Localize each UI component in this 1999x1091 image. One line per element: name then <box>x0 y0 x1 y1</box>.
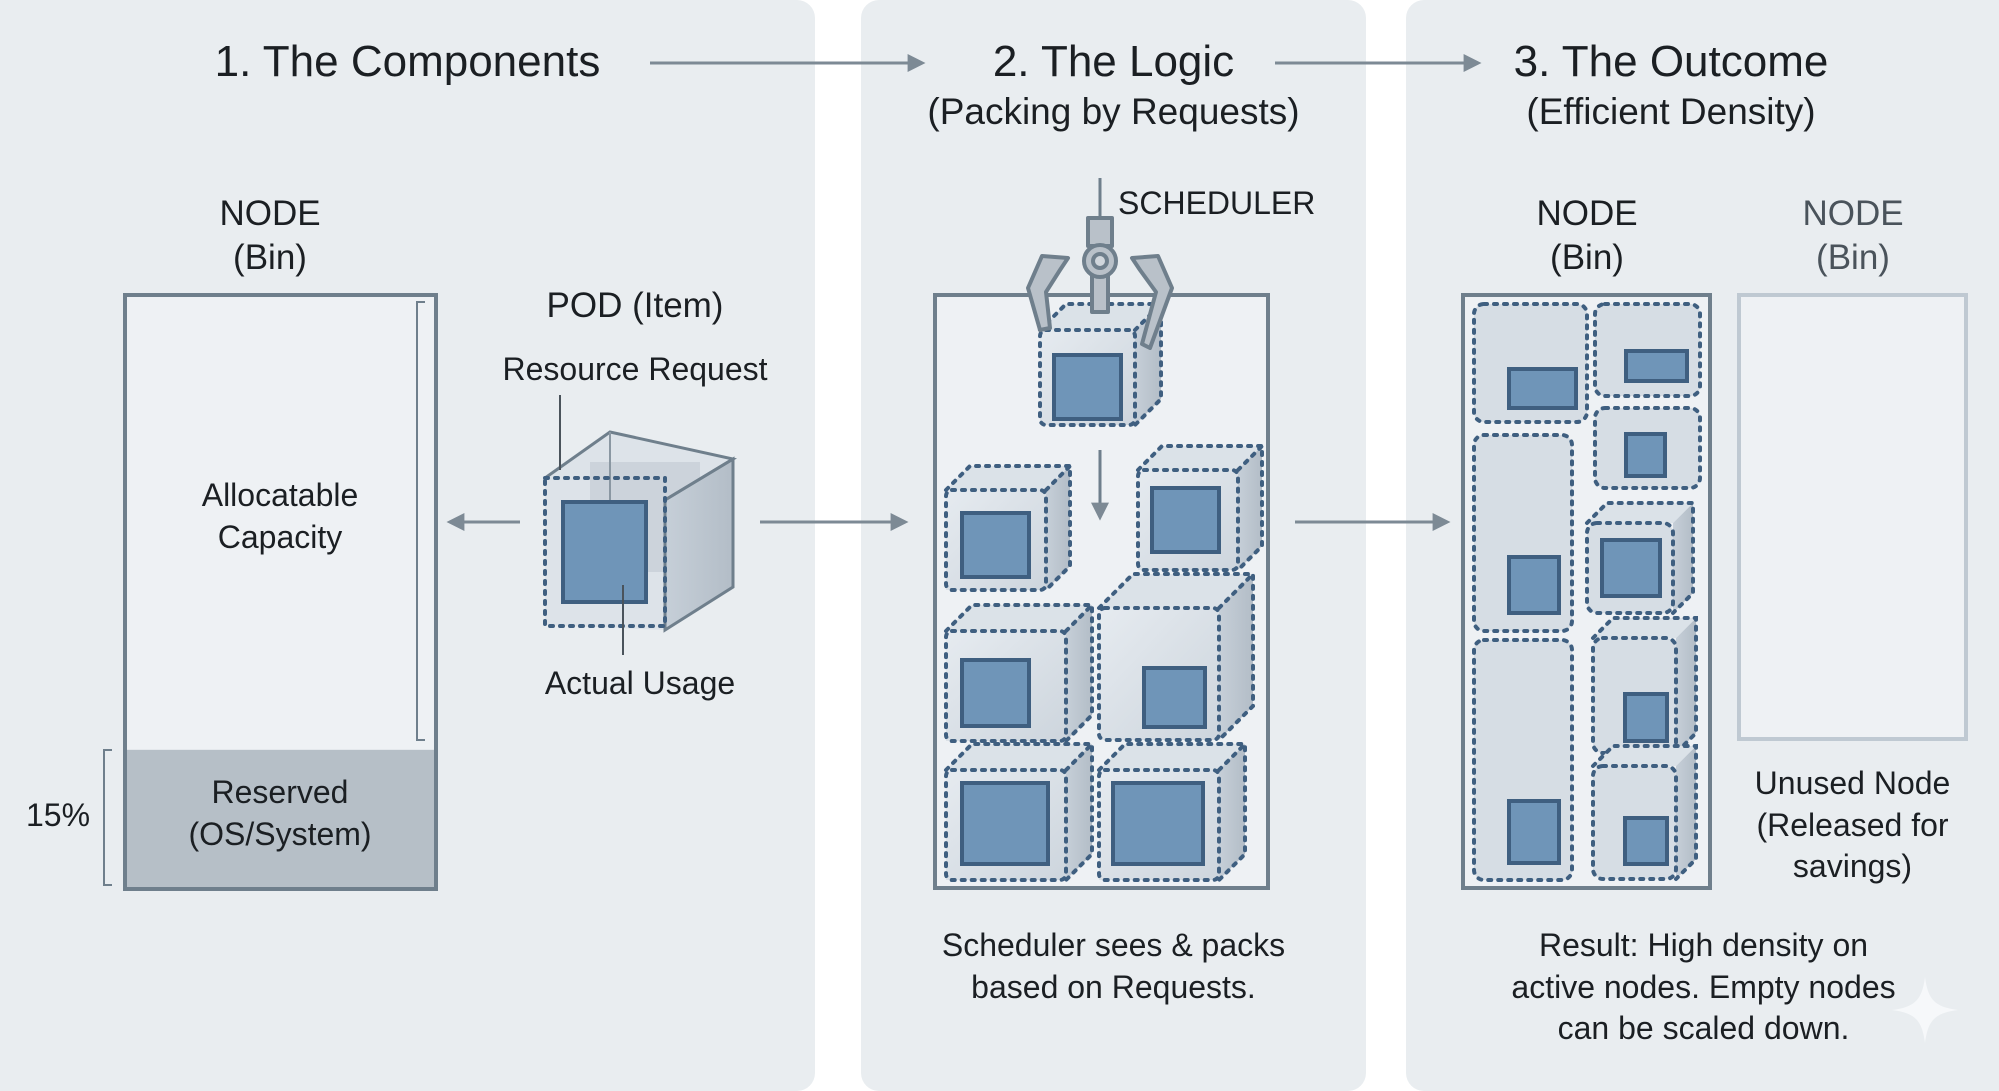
logic-caption-line-1: Scheduler sees & packs <box>941 927 1286 963</box>
outcome-caption-line-1: Result: High density on <box>1538 927 1869 963</box>
node-bin-component <box>103 293 438 891</box>
usage-block <box>1623 816 1669 866</box>
reserved-area <box>127 749 434 887</box>
sparkle-icon <box>1892 977 1958 1043</box>
resource-request-label: Resource Request <box>502 351 768 387</box>
scheduler-label: SCHEDULER <box>1118 185 1316 221</box>
usage-block <box>1142 666 1207 729</box>
active-node-sublabel-text: (Bin) <box>1550 237 1624 277</box>
unused-caption-line-1: Unused Node <box>1754 765 1951 801</box>
usage-block <box>1623 692 1669 743</box>
step-1-title: 1. The Components <box>214 37 601 86</box>
usage-block <box>960 658 1031 728</box>
actual-usage-block <box>561 500 648 604</box>
packed-pod-4 <box>1097 572 1255 742</box>
allocatable-capacity-label: Allocatable Capacity <box>130 475 430 558</box>
active-pod-8 <box>1591 744 1698 881</box>
unused-node-caption: Unused Node (Released for savings) <box>1720 763 1985 888</box>
usage-block <box>960 511 1031 579</box>
packed-pod-5 <box>944 742 1094 882</box>
unused-node-sublabel-text: (Bin) <box>1816 237 1890 277</box>
reserved-line-1: Reserved <box>211 774 349 810</box>
usage-block <box>960 781 1050 866</box>
usage-block <box>1600 538 1662 598</box>
usage-block <box>1507 799 1561 865</box>
step-3-title: 3. The Outcome <box>1513 37 1829 86</box>
outcome-caption: Result: High density on active nodes. Em… <box>1406 925 1999 1050</box>
unused-caption-line-2: (Released for <box>1756 806 1949 843</box>
step-3-subtitle: (Efficient Density) <box>1526 91 1816 132</box>
robotic-claw-icon <box>1026 216 1174 350</box>
node-label-text: NODE <box>219 194 321 233</box>
packed-pod-1 <box>944 464 1072 592</box>
usage-block <box>1624 432 1667 478</box>
unused-node-label: NODE (Bin) <box>1773 192 1933 280</box>
packed-pod-3 <box>944 603 1094 743</box>
falling-pod <box>1038 302 1163 427</box>
usage-block <box>1150 486 1221 554</box>
active-pod-6 <box>1472 638 1574 882</box>
step-2-title: 2. The Logic <box>992 37 1235 86</box>
usage-block <box>1111 781 1205 866</box>
logic-caption-line-2: based on Requests. <box>971 968 1256 1005</box>
usage-block <box>1052 353 1123 421</box>
logic-pod-cubes <box>944 302 1264 882</box>
active-pod-1 <box>1472 302 1589 424</box>
actual-usage-label: Actual Usage <box>544 665 736 701</box>
active-pod-4 <box>1472 433 1574 633</box>
pod-cube <box>543 395 737 655</box>
packed-pod-6 <box>1097 742 1247 882</box>
unused-node-label-text: NODE <box>1802 194 1904 233</box>
reserved-percent: 15% <box>25 797 91 833</box>
node-label: NODE (Bin) <box>190 192 350 280</box>
active-pod-3 <box>1593 406 1702 490</box>
allocatable-line-2: Capacity <box>217 518 343 555</box>
active-pod-2 <box>1593 302 1702 398</box>
active-pod-7 <box>1591 616 1698 755</box>
usage-block <box>1507 555 1561 615</box>
reserved-line-2: (OS/System) <box>188 815 372 852</box>
outcome-caption-line-2: active nodes. Empty nodes <box>1511 968 1896 1005</box>
active-node-label-text: NODE <box>1536 194 1638 233</box>
active-node-label: NODE (Bin) <box>1507 192 1667 280</box>
usage-block <box>1507 367 1578 410</box>
usage-block <box>1624 349 1689 383</box>
unused-caption-line-3: savings) <box>1792 848 1913 885</box>
active-pod-5 <box>1585 501 1695 615</box>
outcome-caption-line-3: can be scaled down. <box>1557 1010 1850 1047</box>
packed-pod-2 <box>1136 444 1264 572</box>
step-2-subtitle: (Packing by Requests) <box>927 91 1300 132</box>
node-sublabel-text: (Bin) <box>233 237 307 277</box>
pod-label: POD (Item) <box>546 286 724 325</box>
logic-caption: Scheduler sees & packs based on Requests… <box>861 925 1366 1008</box>
outcome-pods <box>1472 302 1702 882</box>
allocatable-line-1: Allocatable <box>201 477 359 513</box>
reserved-label: Reserved (OS/System) <box>130 772 430 855</box>
unused-node-bin <box>1737 293 1968 741</box>
